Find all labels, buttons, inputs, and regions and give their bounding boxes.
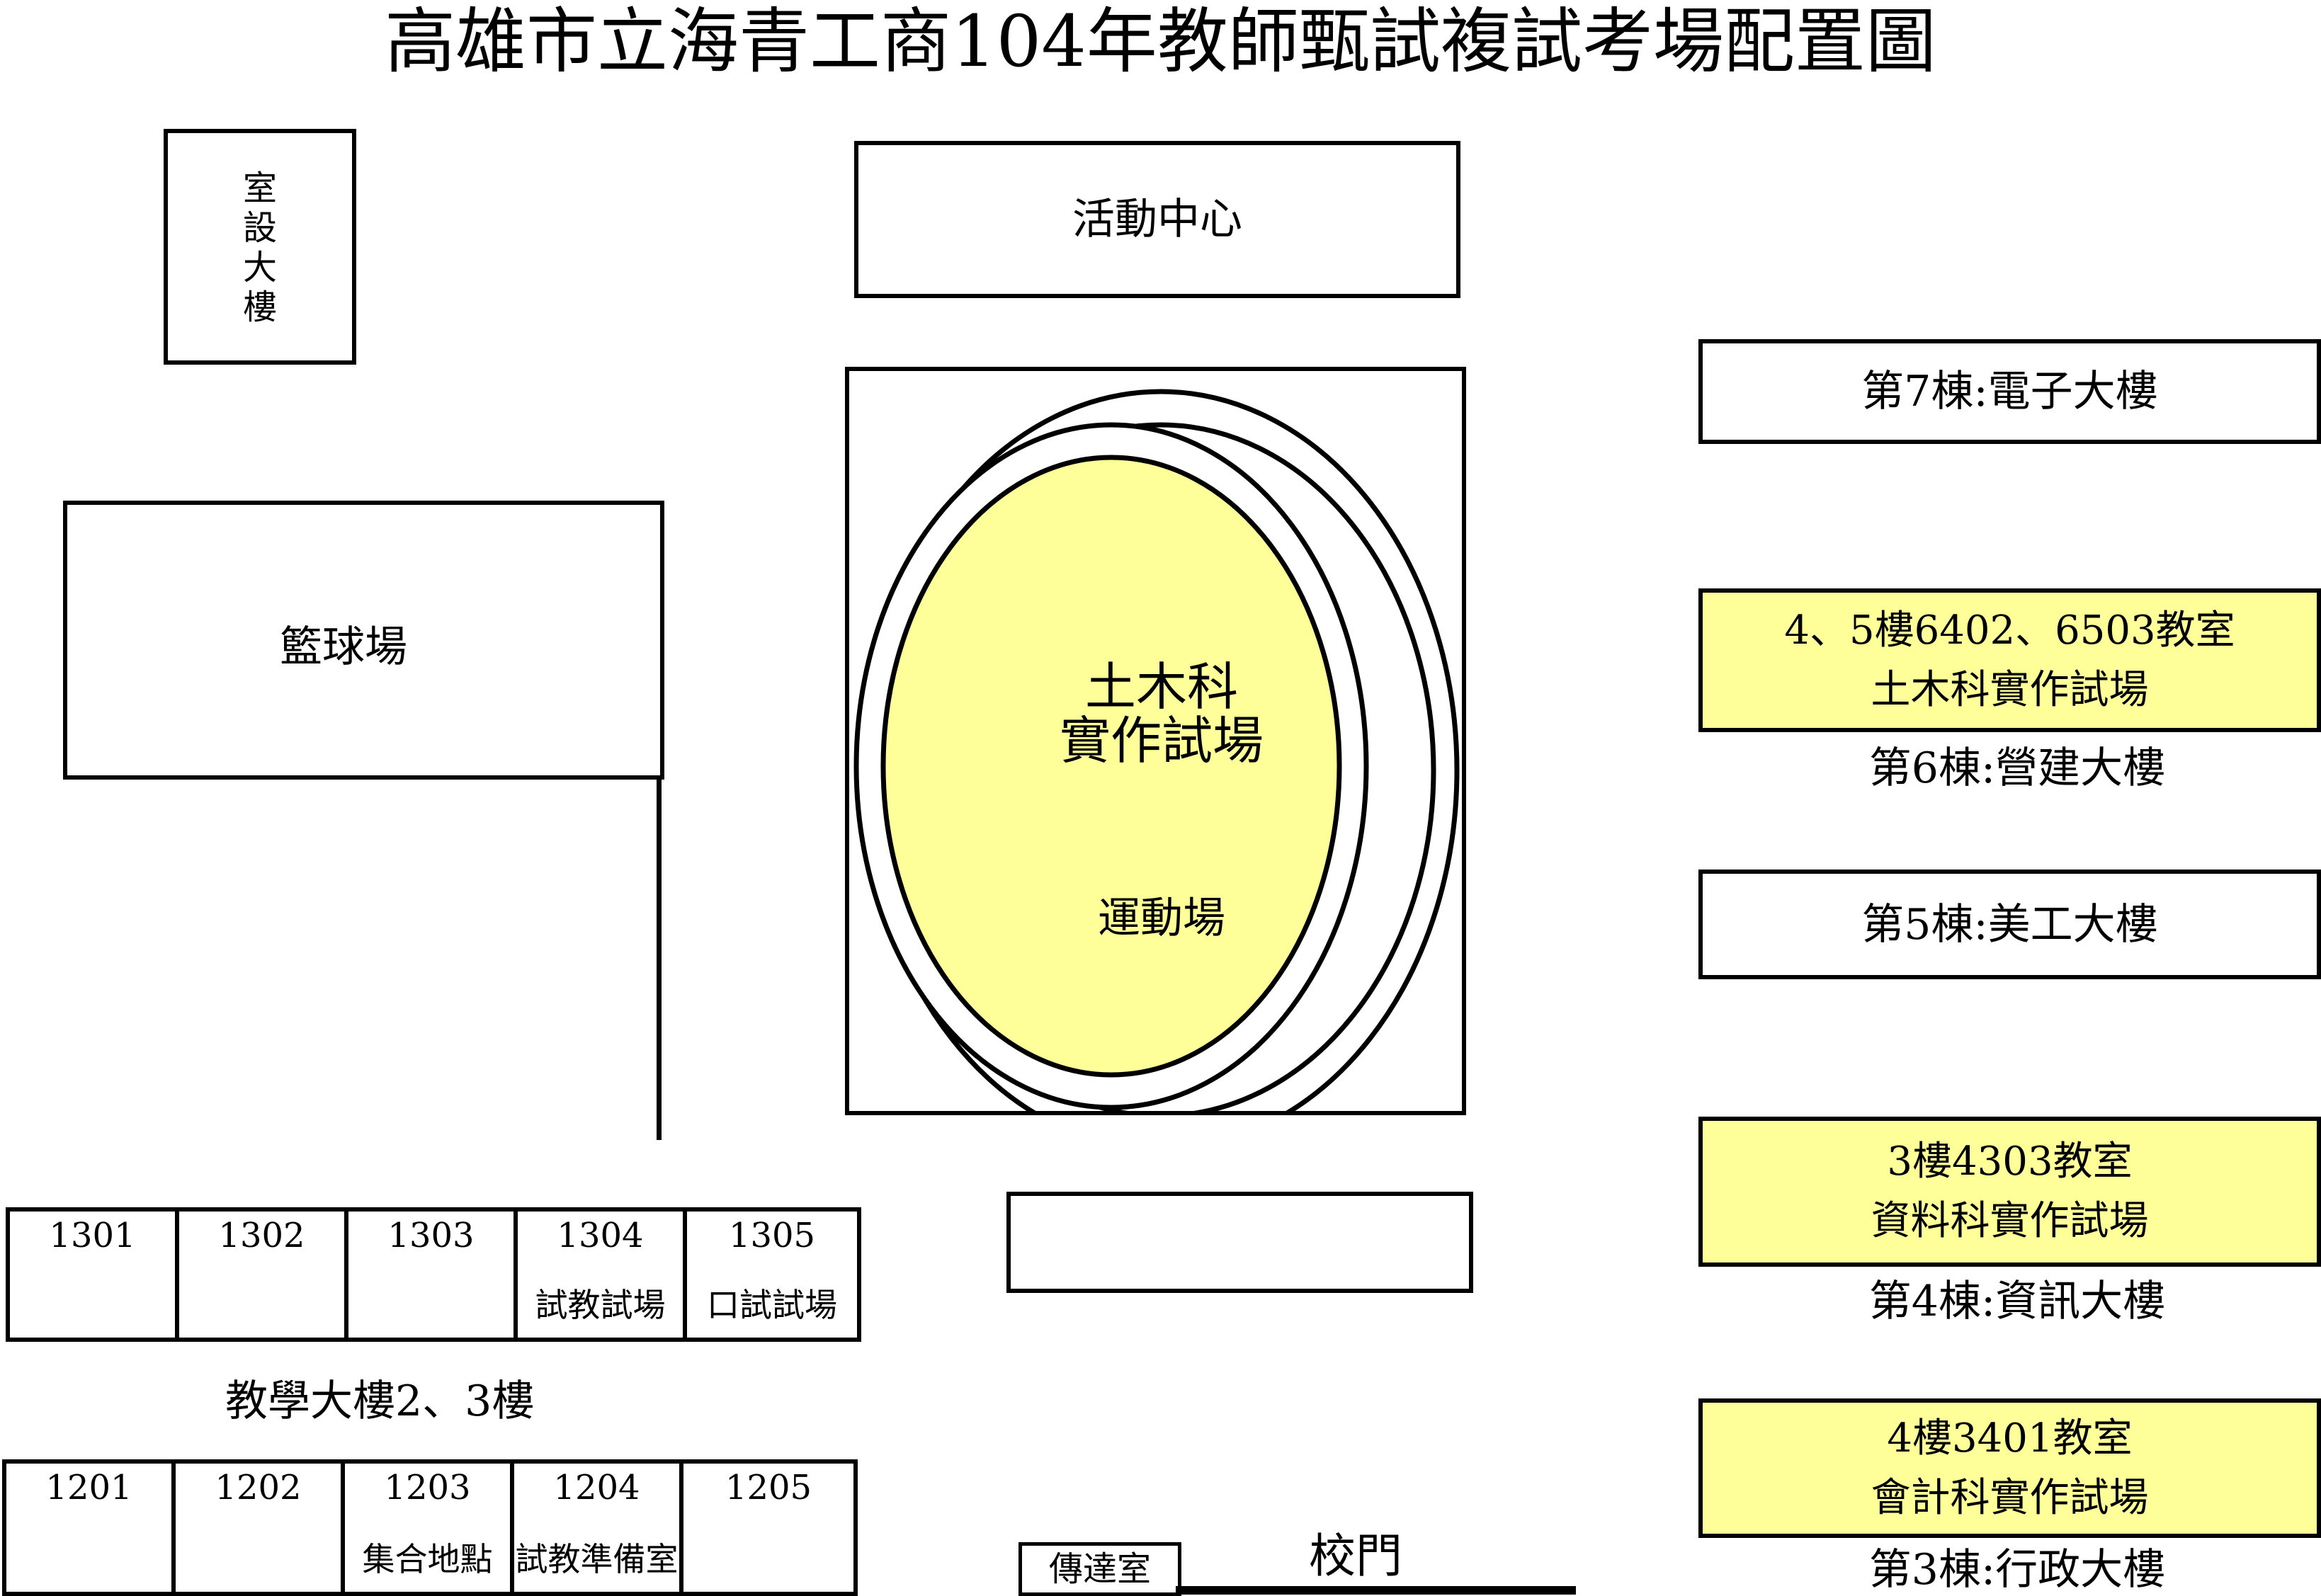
room-1203: 1203 集合地點 bbox=[345, 1464, 514, 1592]
building-6-exam-label: 土木科實作試場 bbox=[1871, 666, 2149, 713]
building-4-exam: 3樓4303教室 資料科實作試場 bbox=[1698, 1117, 2321, 1267]
building-4-room: 3樓4303教室 bbox=[1887, 1139, 2133, 1185]
building-shi-she-label: 室設大樓 bbox=[168, 169, 352, 327]
building-shi-she-char: 室 bbox=[242, 169, 277, 208]
activity-center-label: 活動中心 bbox=[1072, 195, 1242, 244]
room-1204: 1204 試教準備室 bbox=[514, 1464, 683, 1592]
building-shi-she-char: 樓 bbox=[242, 287, 277, 327]
room-number: 1301 bbox=[49, 1216, 136, 1255]
room-purpose-label: 試教準備室 bbox=[515, 1540, 679, 1578]
room-1201: 1201 bbox=[6, 1464, 176, 1592]
sports-field-label: 運動場 bbox=[1098, 894, 1225, 943]
field-inner bbox=[880, 455, 1342, 1078]
school-gate-label: 校門 bbox=[1309, 1529, 1402, 1583]
room-number: 1302 bbox=[218, 1216, 305, 1255]
room-number: 1205 bbox=[725, 1468, 812, 1507]
room-number: 1201 bbox=[45, 1468, 132, 1507]
building-6-name: 第6棟:營建大樓 bbox=[1868, 743, 2166, 793]
building-activity-center: 活動中心 bbox=[854, 141, 1460, 298]
room-number: 1305 bbox=[728, 1216, 816, 1255]
field-ellipses bbox=[853, 422, 1369, 1110]
building-3-room: 4樓3401教室 bbox=[1887, 1415, 2133, 1461]
guard-room: 傳達室 bbox=[1018, 1542, 1181, 1596]
building-6-room: 4、5樓6402、6503教室 bbox=[1784, 607, 2235, 654]
room-1302: 1302 bbox=[179, 1212, 348, 1338]
room-purpose-label: 口試試場 bbox=[707, 1286, 837, 1324]
room-1205: 1205 bbox=[683, 1464, 853, 1592]
building-4-name: 第4棟:資訊大樓 bbox=[1868, 1277, 2166, 1326]
building-7-label: 第7棟:電子大樓 bbox=[1861, 367, 2158, 416]
boundary-line-vertical bbox=[657, 775, 662, 1140]
teaching-floor3-row: 1301 1302 1303 1304 試教試場 1305 口試試場 bbox=[6, 1207, 861, 1342]
room-number: 1202 bbox=[215, 1468, 302, 1507]
room-1202: 1202 bbox=[176, 1464, 345, 1592]
guard-room-label: 傳達室 bbox=[1048, 1549, 1151, 1589]
building-5-label: 第5棟:美工大樓 bbox=[1861, 899, 2158, 950]
room-1304: 1304 試教試場 bbox=[518, 1212, 687, 1338]
teaching-floor2-row: 1201 1202 1203 集合地點 1204 試教準備室 1205 bbox=[2, 1459, 858, 1596]
room-number: 1303 bbox=[387, 1216, 475, 1255]
field-exam-line1: 土木科 bbox=[1084, 657, 1238, 717]
map-title: 高雄市立海青工商104年教師甄試複試考場配置圖 bbox=[385, 0, 1936, 83]
room-number: 1204 bbox=[553, 1468, 640, 1507]
teaching-building-label: 教學大樓2、3樓 bbox=[225, 1376, 535, 1426]
field-exam-label: 土木科 實作試場 bbox=[1006, 660, 1317, 768]
building-3-exam-label: 會計科實作試場 bbox=[1871, 1474, 2149, 1521]
building-5: 第5棟:美工大樓 bbox=[1698, 870, 2321, 979]
room-number: 1203 bbox=[384, 1468, 471, 1507]
room-1301: 1301 bbox=[10, 1212, 179, 1338]
building-shi-she: 室設大樓 bbox=[164, 129, 356, 365]
building-3-exam: 4樓3401教室 會計科實作試場 bbox=[1698, 1398, 2321, 1538]
basketball-court: 籃球場 bbox=[63, 501, 664, 780]
building-shi-she-char: 設 bbox=[242, 208, 277, 248]
building-6-exam: 4、5樓6402、6503教室 土木科實作試場 bbox=[1698, 588, 2321, 732]
basketball-court-label: 籃球場 bbox=[280, 622, 407, 672]
field-exam-line2: 實作試場 bbox=[1059, 711, 1264, 770]
room-number: 1304 bbox=[557, 1216, 644, 1255]
room-1303: 1303 bbox=[348, 1212, 518, 1338]
room-purpose-label: 集合地點 bbox=[362, 1540, 493, 1578]
building-4-exam-label: 資料科實作試場 bbox=[1871, 1198, 2149, 1244]
building-7: 第7棟:電子大樓 bbox=[1698, 339, 2321, 444]
gate-line bbox=[1176, 1586, 1576, 1595]
room-1305: 1305 口試試場 bbox=[687, 1212, 857, 1338]
room-purpose-label: 試教試場 bbox=[535, 1286, 666, 1324]
unlabeled-building bbox=[1006, 1192, 1473, 1293]
building-3-name: 第3棟:行政大樓 bbox=[1868, 1545, 2166, 1595]
building-shi-she-char: 大 bbox=[242, 248, 277, 287]
